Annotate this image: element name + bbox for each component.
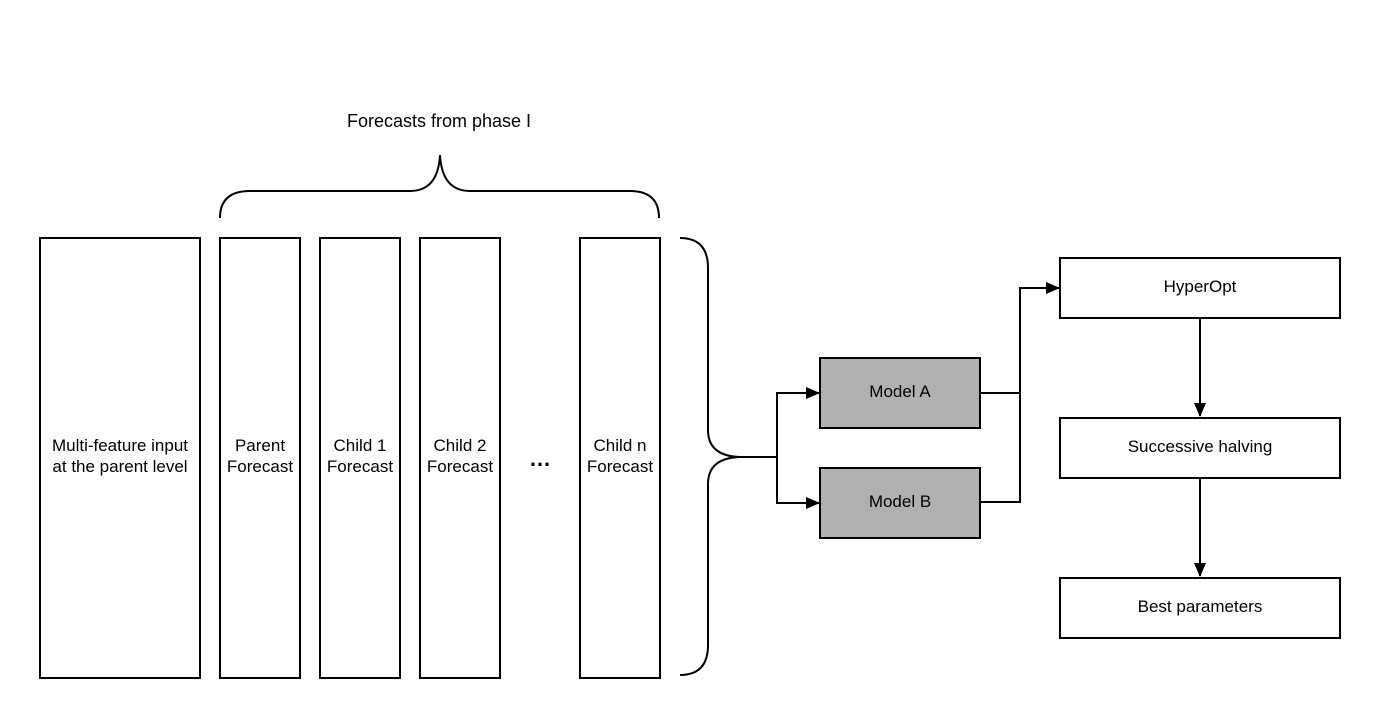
arrow-to-model-a	[776, 387, 820, 457]
arrow-to-hyperopt	[1019, 282, 1060, 393]
best-parameters-box: Best parameters	[1059, 577, 1341, 639]
input-main-line2: at the parent level	[52, 457, 187, 476]
right-brace	[679, 237, 741, 676]
connector-model-b-out	[980, 393, 1021, 503]
phase-caption: Forecasts from phase I	[347, 111, 531, 131]
input-column-main: Multi-feature input at the parent level	[39, 237, 201, 679]
model-a-box: Model A	[819, 357, 981, 429]
input-childn-line2: Forecast	[587, 457, 653, 476]
arrow-to-model-b	[776, 457, 820, 509]
input-child2-line2: Forecast	[427, 457, 493, 476]
input-column-child1: Child 1 Forecast	[319, 237, 401, 679]
input-childn-line1: Child n	[594, 436, 647, 455]
top-brace	[219, 154, 660, 219]
input-child2-line1: Child 2	[434, 436, 487, 455]
input-child1-line2: Forecast	[327, 457, 393, 476]
best-parameters-label: Best parameters	[1138, 597, 1263, 616]
input-column-child2: Child 2 Forecast	[419, 237, 501, 679]
input-parent-line2: Forecast	[227, 457, 293, 476]
input-child1-line1: Child 1	[334, 436, 387, 455]
hyperopt-box: HyperOpt	[1059, 257, 1341, 319]
input-column-childn: Child n Forecast	[579, 237, 661, 679]
successive-halving-box: Successive halving	[1059, 417, 1341, 479]
hyperopt-label: HyperOpt	[1164, 277, 1237, 296]
model-a-label: Model A	[869, 382, 931, 401]
model-b-box: Model B	[819, 467, 981, 539]
input-column-parent: Parent Forecast	[219, 237, 301, 679]
model-b-label: Model B	[869, 492, 931, 511]
ellipsis-label: …	[529, 446, 551, 471]
input-main-line1: Multi-feature input	[52, 436, 188, 455]
input-parent-line1: Parent	[235, 436, 285, 455]
successive-halving-label: Successive halving	[1128, 437, 1273, 456]
